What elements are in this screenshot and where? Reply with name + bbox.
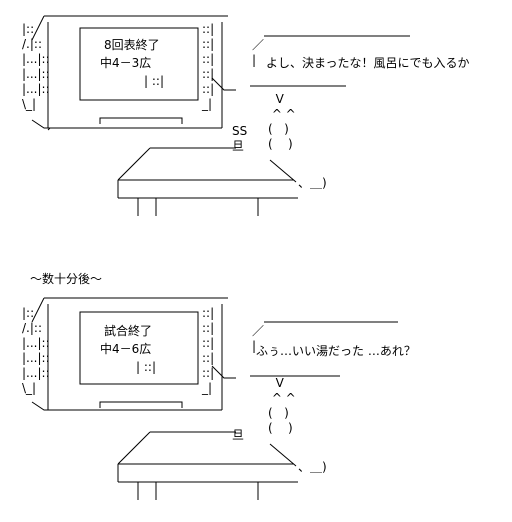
tv-screen-line-1: 試合終了 [104,324,153,338]
tv-side-right-2: ::| ::| ::| ::| ::| _| [202,306,215,395]
transition-caption: ～数十分後～ [30,272,103,286]
tv-screen-dots-1: | ::| [144,74,164,88]
person-body-2: 、＿) [298,460,327,474]
tv-screen-line-2: 中4－6広 [100,342,152,356]
tv-screen-line-1: 8回表終了 [104,38,160,52]
speech-text-1: よし、決まったな！風呂にでも入るか [266,56,470,70]
speech-bracket-2: ／ | [252,324,265,353]
person-body-1: 、＿) [298,176,327,190]
tv-side-right-1: ::| ::| ::| ::| ::| _| [202,22,215,111]
cup-steam-1: SS 旦 [232,124,248,153]
tv-side-left-2: |:: /.|:: |...|:: |...|:: |...|:: \_| [22,306,50,395]
speech-text-2: ふぅ…いい湯だった …あれ？ [256,344,416,358]
tv-side-left-1: |:: /.|:: |...|:: |...|:: |...|:: \_| [22,22,50,111]
person-head-2: V ^ ^ ( ) ( ) [268,376,296,435]
person-head-1: V ^ ^ ( ) ( ) [268,92,296,151]
cup-2: 旦 [232,428,245,442]
tv-screen-line-2: 中4－3広 [100,56,152,70]
tv-screen-dots-2: | ::| [136,360,156,374]
speech-bracket-1: ／ | [252,38,265,67]
